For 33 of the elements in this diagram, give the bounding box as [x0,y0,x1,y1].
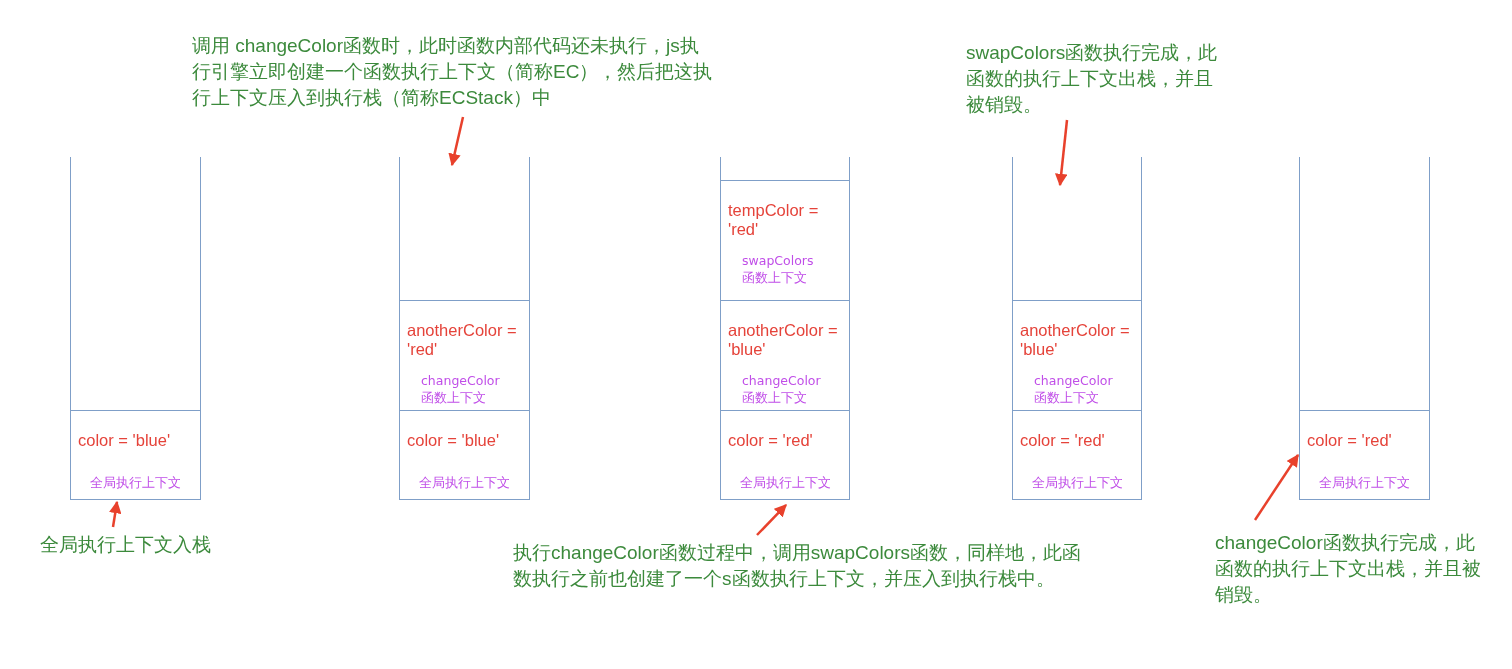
stack-container [720,157,850,500]
context-label: 全局执行上下文 [1030,474,1124,491]
context-label: 全局执行上下文 [89,474,182,491]
stack-container [70,157,201,500]
arrow [1253,453,1300,521]
variable-text: anotherColor = 'blue' [1020,321,1131,359]
context-label: changeColor函数上下文 [742,372,822,406]
variable-text: color = 'red' [1307,431,1393,450]
variable-text: color = 'blue' [78,431,172,450]
annotation-text: swapColors函数执行完成，此函数的执行上下文出栈，并且被销毁。 [966,40,1224,118]
arrow [756,504,787,536]
variable-text: anotherColor = 'blue' [728,321,839,359]
variable-text: tempColor = 'red' [728,201,820,239]
context-label: swapColors函数上下文 [742,252,815,286]
annotation-text: 全局执行上下文入栈 [40,532,300,558]
context-label: 全局执行上下文 [1318,474,1411,491]
stack-container [1012,157,1142,500]
annotation-text: 调用 changeColor函数时，此时函数内部代码还未执行，js执行引擎立即创建一个函数执行上下文（简称EC），然后把这执行上下文压入到执行栈（简称ECStack）中 [192,33,717,111]
arrow [1055,119,1069,187]
annotation-text: 执行changeColor函数过程中，调用swapColors函数，同样地，此函数执行之前也创建了一个s函数执行上下文，并压入到执行栈中。 [513,540,1085,592]
context-label: changeColor函数上下文 [421,372,501,406]
context-label: changeColor函数上下文 [1034,372,1114,406]
context-label: 全局执行上下文 [738,474,832,491]
stack-container [1299,157,1430,500]
variable-text: anotherColor = 'red' [407,321,518,359]
annotation-text: changeColor函数执行完成，此函数的执行上下文出栈，并且被销毁。 [1215,530,1483,608]
stack-container [399,157,530,500]
variable-text: color = 'red' [728,431,814,450]
arrow [448,116,465,167]
context-label: 全局执行上下文 [418,474,511,491]
variable-text: color = 'red' [1020,431,1106,450]
variable-text: color = 'blue' [407,431,501,450]
arrow [109,500,122,528]
